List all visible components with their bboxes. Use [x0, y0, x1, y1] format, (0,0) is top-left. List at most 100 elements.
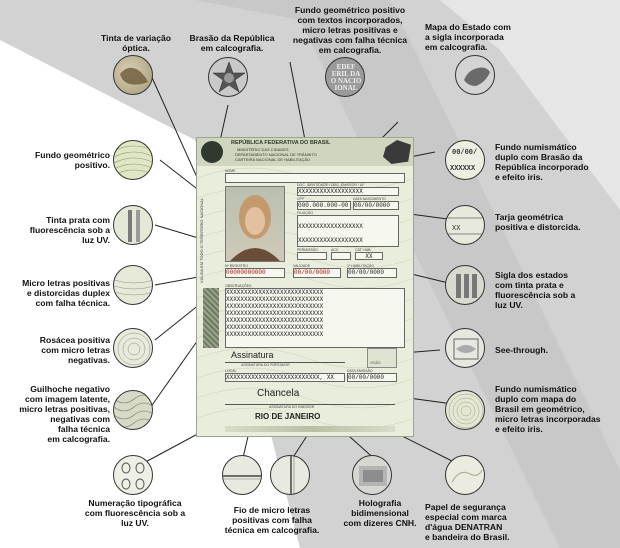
label-fio-micro-letras: Fio de micro letras positivas com falha … — [224, 505, 320, 535]
registro-label: Nº REGISTRO — [225, 264, 249, 268]
primeira-hab-label: 1ª HABILITAÇÃO — [347, 264, 375, 268]
cat-field: XX — [355, 252, 383, 260]
assinatura-label: ASSINATURA DO PORTADOR — [241, 363, 290, 367]
header-line-4: CARTEIRA NACIONAL DE HABILITAÇÃO — [235, 157, 311, 162]
filiacao-line-1: XXXXXXXXXXXXXXXXXX — [298, 223, 363, 230]
emissao-field: 00/00/0000 — [347, 373, 397, 382]
photo — [225, 186, 285, 262]
header-line-3: DEPARTAMENTO NACIONAL DE TRÂNSITO — [235, 152, 317, 157]
label-micro-letras: Micro letras positivas e distorcidas dup… — [22, 278, 110, 308]
card-header: REPÚBLICA FEDERATIVA DO BRASIL MINISTÉRI… — [197, 138, 413, 166]
magnifier-tinta-variacao — [113, 55, 153, 95]
guilhoche-strip — [203, 288, 219, 348]
magnifier-fundo-geometrico-textos: EDEF ERIL DA O NACIO IONAL — [325, 57, 365, 97]
nome-field — [225, 173, 405, 183]
label-guilhoche: Guilhoche negativo com imagem latente, m… — [19, 384, 110, 444]
magnifier-tinta-prata — [113, 205, 153, 245]
label-papel-seguranca: Papel de segurança especial com marca d'… — [425, 502, 510, 542]
magnifier-fundo-geometrico-positivo — [113, 140, 153, 180]
registro-field: 00000000000 — [225, 268, 285, 278]
label-tarja-geometrica: Tarja geométrica positiva e distorcida. — [495, 212, 581, 232]
magnifier-guilhoche — [113, 390, 153, 430]
label-fundo-geometrico-positivo: Fundo geométrico positivo. — [35, 150, 110, 170]
label-tinta-prata: Tinta prata com fluorescência sob a luz … — [29, 215, 110, 245]
label-mapa-estado: Mapa do Estado com a sigla incorporada e… — [425, 22, 511, 52]
doc-label: DOC. IDENTIDADE / ÓRG. EMISSOR / UF — [297, 183, 365, 187]
validade-label: VALIDADE — [293, 264, 311, 268]
observacoes-label: OBSERVAÇÕES — [225, 284, 252, 288]
permissao-field — [297, 252, 327, 260]
valida-text: VÁLIDA EM TODO O TERRITÓRIO NACIONAL — [199, 197, 205, 284]
label-rosacea: Rosácea positiva com micro letras negati… — [39, 335, 110, 365]
magnifier-tarja-geometrica: XX — [445, 205, 485, 245]
filiacao-label: FILIAÇÃO — [297, 211, 313, 215]
header-line-2: MINISTÉRIO DAS CIDADES — [237, 147, 289, 152]
brasao-icon — [201, 141, 223, 163]
obs-line-3: XXXXXXXXXXXXXXXXXXXXXXXXXXX — [226, 303, 324, 310]
label-sigla-estados: Sigla dos estados com tinta prata e fluo… — [495, 270, 576, 310]
filiacao-line-2: XXXXXXXXXXXXXXXXXX — [298, 237, 363, 244]
obs-line-1: XXXXXXXXXXXXXXXXXXXXXXXXXXX — [226, 289, 324, 296]
svg-text:XX: XX — [452, 225, 461, 233]
assinatura-text: Assinatura — [231, 350, 274, 360]
label-fundo-numismatico-mapa: Fundo numismático duplo com mapa do Bras… — [495, 384, 601, 434]
local-label: LOCAL — [225, 369, 237, 373]
magnifier-sigla-estados — [445, 265, 485, 305]
header-line-1: REPÚBLICA FEDERATIVA DO BRASIL — [231, 140, 331, 146]
label-tinta-variacao: Tinta de variação óptica. — [100, 33, 172, 53]
numero-vertical: 00000000000 — [196, 366, 199, 407]
doc-field: XXXXXXXXXXXXXXXXXX — [297, 187, 399, 196]
magnifier-fundo-numismatico-mapa — [445, 390, 485, 430]
chancela-text: Chancela — [257, 388, 300, 399]
validade-field: 00/00/0000 — [293, 268, 341, 278]
label-see-through: See-through. — [495, 345, 548, 355]
obs-line-4: XXXXXXXXXXXXXXXXXXXXXXXXXXX — [226, 310, 324, 317]
label-fundo-geometrico-textos: Fundo geométrico positivo com textos inc… — [292, 5, 408, 55]
obs-line-7: XXXXXXXXXXXXXXXXXXXXXXXXXXX — [226, 331, 324, 338]
magnifier-holografia — [352, 455, 392, 495]
magnifier-numeracao — [113, 455, 153, 495]
magnifier-brasao — [208, 57, 248, 97]
local-field: XXXXXXXXXXXXXXXXXXXXXXXXXX, XX — [225, 373, 345, 382]
acc-label: ACC — [331, 248, 339, 252]
nasc-field: 00/00/0000 — [353, 201, 399, 210]
cpf-field: 000.000.000-00 — [297, 201, 351, 210]
filiacao-field: XXXXXXXXXXXXXXXXXX XXXXXXXXXXXXXXXXXX XX… — [297, 215, 399, 247]
see-through-mark: VISÃO — [367, 348, 397, 368]
see-through-label: VISÃO — [370, 361, 381, 365]
magnifier-mapa-estado — [455, 55, 495, 95]
numero-duplo-bot: XXXXXX — [450, 165, 476, 173]
edef-text: EDEF ERIL DA O NACIO IONAL — [330, 63, 362, 92]
magnifier-micro-letras — [113, 265, 153, 305]
cpf-label: CPF — [297, 197, 304, 201]
estado-text: RIO DE JANEIRO — [255, 412, 321, 421]
cnh-document: REPÚBLICA FEDERATIVA DO BRASIL MINISTÉRI… — [196, 137, 414, 437]
emissao-label: DATA EMISSÃO — [347, 369, 373, 373]
cat-label: CAT. HAB. — [355, 248, 372, 252]
magnifier-see-through — [445, 328, 485, 368]
label-brasao: Brasão da República em calcografia. — [189, 33, 275, 53]
chancela-line — [225, 404, 395, 405]
nasc-label: DATA NASCIMENTO — [353, 197, 386, 201]
label-fundo-numismatico-brasao: Fundo numismático duplo com Brasão da Re… — [495, 142, 589, 182]
assinatura-line — [225, 362, 345, 363]
magnifier-papel-seguranca — [445, 455, 485, 495]
permissao-label: PERMISSÃO — [297, 248, 318, 252]
magnifier-fio-micro-letras — [222, 455, 262, 495]
mapa-estado-icon — [383, 140, 411, 164]
label-numeracao: Numeração tipográfica com fluorescência … — [84, 498, 186, 528]
obs-line-6: XXXXXXXXXXXXXXXXXXXXXXXXXXX — [226, 324, 324, 331]
nome-label: NOME — [225, 169, 236, 173]
chancela-label: ASSINATURA DO EMISSOR — [269, 405, 315, 409]
acc-field — [331, 252, 351, 260]
numero-duplo-top: 00/00/ — [452, 149, 478, 157]
label-holografia: Holografia bidimensional com dizeres CNH… — [343, 498, 417, 528]
magnifier-fio-micro-letras-2 — [270, 455, 310, 495]
observacoes-field: XXXXXXXXXXXXXXXXXXXXXXXXXXX XXXXXXXXXXXX… — [225, 288, 405, 348]
fio-micro-letras — [225, 426, 395, 432]
magnifier-rosacea — [113, 328, 153, 368]
magnifier-fundo-numismatico-brasao: 00/00/ XXXXXX — [445, 140, 485, 180]
primeira-hab-field: 00/00/0000 — [347, 268, 397, 278]
obs-line-2: XXXXXXXXXXXXXXXXXXXXXXXXXXX — [226, 296, 324, 303]
obs-line-5: XXXXXXXXXXXXXXXXXXXXXXXXXXX — [226, 317, 324, 324]
